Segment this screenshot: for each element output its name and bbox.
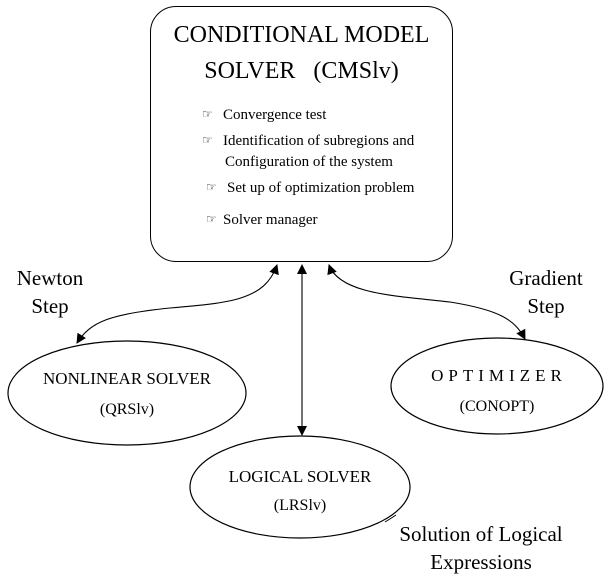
logical-expressions-label: Solution of Logical Expressions [380,520,582,576]
pointing-hand-icon: ☞ [202,107,213,121]
pointing-hand-icon: ☞ [202,133,213,147]
newton-step-line1: Newton [16,266,84,290]
item-text: Solver manager [223,212,318,228]
logical-expressions-line1: Solution of Logical [399,522,563,546]
nonlinear-solver-title: NONLINEAR SOLVER [43,369,211,388]
logical-solver-title: LOGICAL SOLVER [228,467,372,486]
list-item-solver-manager: ☞ Solver manager [206,212,318,229]
list-item-convergence: ☞ Convergence test [202,107,326,124]
logical-solver-ellipse [189,435,411,539]
logical-expressions-line2: Expressions [430,550,532,574]
gradient-step-line2: Step [527,294,565,318]
conditional-model-solver-box [150,6,453,262]
nonlinear-solver-subtitle: (QRSlv) [99,401,155,418]
list-item-configuration-continued: Configuration of the system [225,154,393,170]
gradient-step-arrow [327,264,526,340]
list-item-optimization-setup: ☞ Set up of optimization problem [206,180,414,197]
item-text: Convergence test [223,107,327,123]
main-box-title: CONDITIONAL MODEL [173,22,430,48]
newton-step-label: Newton Step [4,264,96,320]
newton-step-line2: Step [31,294,69,318]
item-text: Identification of subregions and [223,133,415,149]
optimizer-title: OPTIMIZER [431,366,567,385]
pointing-hand-icon: ☞ [206,180,217,194]
item-text: Set up of optimization problem [227,180,415,196]
logical-solver-subtitle: (LRSlv) [273,497,327,514]
pointing-hand-icon: ☞ [206,212,217,226]
nonlinear-solver-ellipse [7,340,247,446]
gradient-step-label: Gradient Step [493,264,599,320]
newton-step-arrow [76,264,279,344]
list-item-identification: ☞ Identification of subregions and [202,133,414,150]
optimizer-ellipse [390,337,604,435]
optimizer-subtitle: (CONOPT) [459,398,535,415]
logical-label-leader [384,514,397,523]
gradient-step-line1: Gradient [509,266,583,290]
main-box-subtitle: SOLVER (CMSlv) [204,58,399,84]
